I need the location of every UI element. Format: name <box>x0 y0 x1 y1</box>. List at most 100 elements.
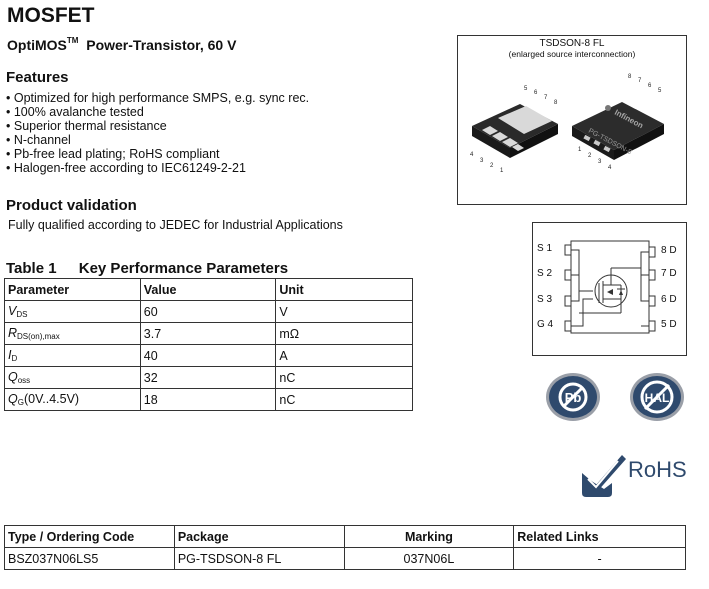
pin-label: 7 <box>544 95 548 101</box>
param-cell: Qoss <box>4 366 141 389</box>
rohs-check-icon <box>582 455 626 497</box>
pin-label: 1 <box>578 147 582 153</box>
table-header-row: Parameter Value Unit <box>4 278 413 301</box>
table1-number: Table 1 <box>6 260 57 277</box>
feature-item: 100% avalanche tested <box>6 105 309 119</box>
param-symbol: R <box>8 326 18 340</box>
feature-item: Halogen-free according to IEC61249-2-21 <box>6 161 309 175</box>
pin-label: 5 <box>524 86 528 92</box>
marking-cell: 037N06L <box>343 547 515 570</box>
package-cell: PG-TSDSON-8 FL <box>173 547 345 570</box>
table-header-row: Type / Ordering Code Package Marking Rel… <box>4 525 686 548</box>
validation-heading: Product validation <box>6 197 137 214</box>
hal-label: HAL <box>645 391 670 405</box>
param-cell: QG(0V..4.5V) <box>4 388 141 411</box>
pin-label: 3 <box>480 158 484 164</box>
rohs-label: RoHS <box>628 457 687 482</box>
package-title: TSDSON-8 FL <box>539 38 605 49</box>
param-symbol: Q <box>8 370 18 384</box>
pin-label: 6 <box>648 83 652 89</box>
param-symbol: V <box>8 304 17 318</box>
param-subscript: G <box>17 398 24 407</box>
table1-caption: Table 1 Key Performance Parameters <box>6 260 288 277</box>
table-row: Qoss 32 nC <box>4 366 413 389</box>
pin-label: 8 <box>554 100 558 106</box>
param-condition: (0V..4.5V) <box>23 392 80 406</box>
unit-cell: V <box>275 300 413 323</box>
pinout-schematic <box>564 240 656 334</box>
pin-left-1: S 1 <box>537 243 553 254</box>
pin-label: 6 <box>534 90 538 96</box>
param-cell: VDS <box>4 300 141 323</box>
table-row: ID 40 A <box>4 344 413 367</box>
package-image-box: TSDSON-8 FL (enlarged source interconnec… <box>457 35 687 205</box>
table-row: RDS(on),max 3.7 mΩ <box>4 322 413 345</box>
table-row: QG(0V..4.5V) 18 nC <box>4 388 413 411</box>
features-heading: Features <box>6 69 69 86</box>
halogen-free-icon: HAL <box>630 373 684 421</box>
pin-right-5: 5 D <box>661 319 677 330</box>
trademark-mark: TM <box>66 36 79 45</box>
param-subscript: DS <box>16 310 28 319</box>
value-cell: 60 <box>139 300 277 323</box>
pin-label: 5 <box>658 88 662 94</box>
chip-top-view <box>572 102 664 160</box>
subtitle-brand: OptiMOS <box>7 37 67 53</box>
header-package: Package <box>173 525 345 548</box>
pin-label: 2 <box>588 153 592 159</box>
key-parameters-table: Parameter Value Unit VDS 60 V RDS(on),ma… <box>4 278 413 411</box>
pin-right-7: 7 D <box>661 268 677 279</box>
package-subtitle: (enlarged source interconnection) <box>508 49 636 59</box>
page-title: MOSFET <box>7 4 95 27</box>
table1-title: Key Performance Parameters <box>78 260 289 277</box>
chip-bottom-view <box>472 104 558 158</box>
pin-label: 3 <box>598 159 602 165</box>
rohs-badge: RoHS <box>578 449 688 499</box>
subtitle-text: Power-Transistor, 60 V <box>86 37 237 53</box>
header-parameter: Parameter <box>4 278 141 301</box>
value-cell: 3.7 <box>139 322 277 345</box>
header-related-links: Related Links <box>513 525 686 548</box>
unit-cell: nC <box>275 366 413 389</box>
feature-item: Optimized for high performance SMPS, e.g… <box>6 91 309 105</box>
pin-label: 8 <box>628 74 632 80</box>
pin-label: 4 <box>608 165 612 171</box>
pb-label: Pb <box>565 390 582 405</box>
header-value: Value <box>139 278 277 301</box>
pb-free-icon: Pb <box>546 373 600 421</box>
value-cell: 32 <box>139 366 277 389</box>
related-links-cell[interactable]: - <box>513 547 686 570</box>
pin-label: 1 <box>500 168 504 174</box>
pinout-diagram: S 1 S 2 S 3 G 4 8 D 7 D 6 D 5 D <box>532 222 687 356</box>
header-marking: Marking <box>343 525 515 548</box>
table-row: VDS 60 V <box>4 300 413 323</box>
header-unit: Unit <box>275 278 413 301</box>
param-symbol: I <box>8 348 12 362</box>
pin-label: 4 <box>470 152 474 158</box>
value-cell: 40 <box>139 344 277 367</box>
ordering-code-cell: BSZ037N06LS5 <box>4 547 175 570</box>
param-subscript: DS(on),max <box>17 332 60 341</box>
pin-left-2: S 2 <box>537 268 553 279</box>
pin-label: 7 <box>638 78 642 84</box>
feature-item: Superior thermal resistance <box>6 119 309 133</box>
header-ordering-code: Type / Ordering Code <box>4 525 175 548</box>
pin-label: 2 <box>490 163 494 169</box>
package-render: 4 3 2 1 5 6 7 8 PG-TSDSON-8 Infineon 8 7… <box>470 74 664 174</box>
feature-item: Pb-free lead plating; RoHS compliant <box>6 147 309 161</box>
table-row: BSZ037N06LS5 PG-TSDSON-8 FL 037N06L - <box>4 547 686 570</box>
validation-text: Fully qualified according to JEDEC for I… <box>8 218 343 232</box>
pin-right-6: 6 D <box>661 294 677 305</box>
param-cell: RDS(on),max <box>4 322 141 345</box>
unit-cell: mΩ <box>275 322 413 345</box>
pin-left-3: S 3 <box>537 294 553 305</box>
feature-item: N-channel <box>6 133 309 147</box>
unit-cell: A <box>275 344 413 367</box>
value-cell: 18 <box>139 388 277 411</box>
pin-left-4: G 4 <box>537 319 554 330</box>
features-list: Optimized for high performance SMPS, e.g… <box>6 91 309 175</box>
product-subtitle: OptiMOSTM Power-Transistor, 60 V <box>7 36 237 53</box>
param-cell: ID <box>4 344 141 367</box>
param-subscript: oss <box>17 376 31 385</box>
unit-cell: nC <box>275 388 413 411</box>
